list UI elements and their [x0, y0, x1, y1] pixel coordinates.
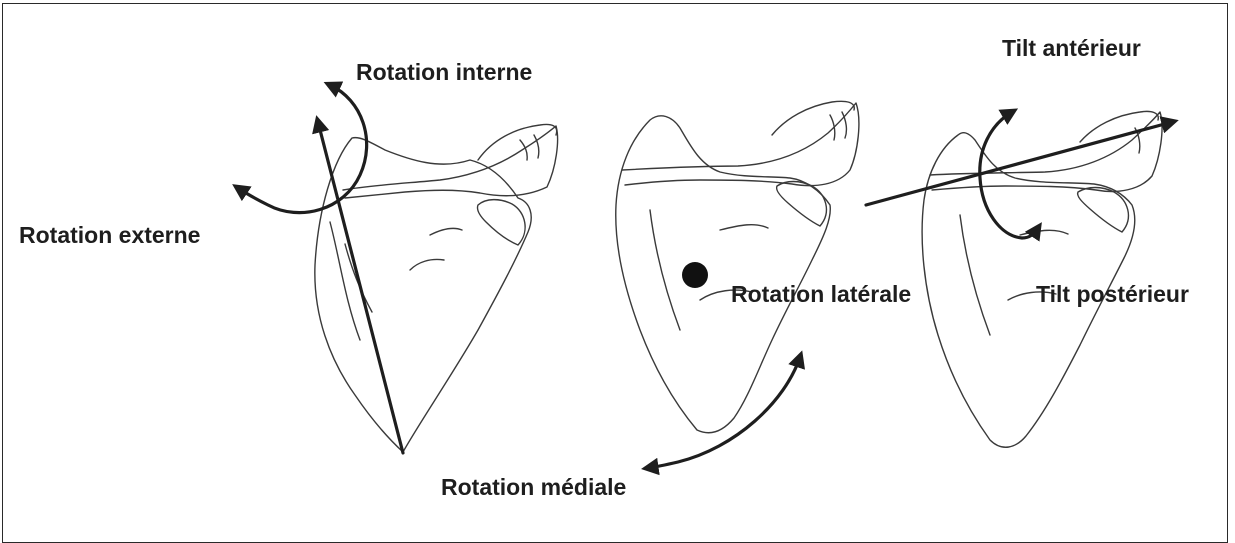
label-rotation-externe: Rotation externe [19, 224, 200, 247]
label-tilt-anterieur: Tilt antérieur [1002, 37, 1141, 60]
label-rotation-laterale: Rotation latérale [731, 283, 911, 306]
scapula-middle-glenoid [777, 182, 827, 227]
label-rotation-mediale: Rotation médiale [441, 476, 626, 499]
scapula-diagram [0, 0, 1235, 519]
scapula-left-spine [343, 126, 558, 198]
axis-arrow-right [866, 122, 1172, 205]
scapula-right [922, 111, 1162, 447]
scapula-left-glenoid [477, 200, 525, 245]
scapula-middle-acromion [772, 101, 854, 135]
rotation-axis-dot [682, 262, 708, 288]
scapula-left-medial-detail [330, 135, 539, 340]
label-rotation-interne: Rotation interne [356, 61, 532, 84]
curved-arrow-rotation-interne-externe [238, 85, 367, 213]
label-tilt-posterieur: Tilt postérieur [1036, 283, 1189, 306]
scapula-middle-spine [622, 103, 859, 186]
scapula-left [315, 124, 558, 452]
scapula-middle [616, 101, 859, 433]
scapula-left-acromion [478, 124, 557, 160]
curved-arrow-rotation-mediale [648, 357, 800, 468]
scapula-middle-outline [616, 116, 831, 433]
